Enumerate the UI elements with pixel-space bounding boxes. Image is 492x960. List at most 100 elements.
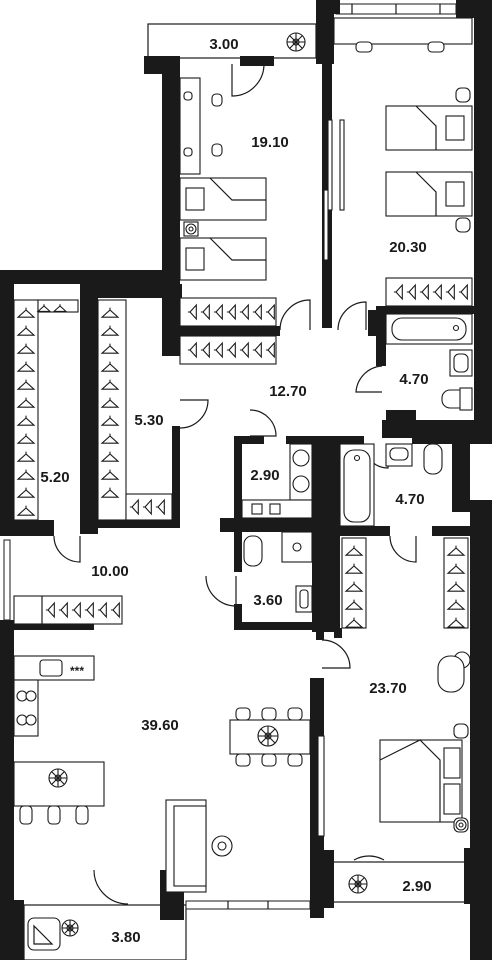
plant-icon [455, 819, 467, 831]
hanger-icon [446, 581, 466, 592]
area-bathroom-2: 4.70 [395, 491, 424, 508]
area-living-kitchen: 39.60 [141, 717, 179, 734]
hanger-icon [16, 307, 36, 318]
hanger-icon [344, 581, 364, 592]
hanger-icon [16, 361, 36, 372]
hanger-icon [100, 469, 120, 480]
hanger-icon [187, 341, 197, 359]
hanger-icon [226, 303, 236, 321]
hanger-icon [265, 303, 275, 321]
hanger-icon [100, 487, 120, 498]
area-wc: 3.60 [253, 592, 282, 609]
area-balcony-living: 3.80 [111, 929, 140, 946]
wardrobe-fixtures [13, 299, 173, 521]
hanger-icon [100, 343, 120, 354]
hanger-icon [446, 599, 466, 610]
area-master-bedroom: 23.70 [369, 680, 407, 697]
hanger-icon [187, 303, 197, 321]
hanger-icon [45, 601, 55, 619]
plant-icons [48, 32, 467, 937]
hanger-icon [100, 379, 120, 390]
wardrobe-hangers [16, 283, 468, 628]
hanger-icon [100, 433, 120, 444]
hanger-icon [100, 451, 120, 462]
hanger-icon [100, 415, 120, 426]
area-bedroom-3: 20.30 [389, 239, 427, 256]
area-bathroom-1: 4.70 [399, 371, 428, 388]
hanger-icon [406, 283, 416, 301]
wc-fixtures [243, 531, 313, 613]
hanger-icon [344, 617, 364, 628]
hanger-icon [16, 487, 36, 498]
hanger-icon [239, 341, 249, 359]
hanger-icon [100, 361, 120, 372]
hanger-icon [16, 343, 36, 354]
hanger-icon [213, 341, 223, 359]
hanger-icon [16, 433, 36, 444]
hanger-icon [265, 341, 275, 359]
hanger-icon [344, 563, 364, 574]
plant-icon [348, 874, 368, 894]
hanger-icon [344, 599, 364, 610]
hanger-icon [16, 451, 36, 462]
hanger-icon [200, 341, 210, 359]
hanger-icon [446, 563, 466, 574]
hanger-icon [100, 397, 120, 408]
bathroom-1-fixtures [385, 313, 473, 411]
hanger-icon [36, 304, 52, 312]
hanger-icon [239, 303, 249, 321]
area-hall: 12.70 [269, 383, 307, 400]
hanger-icon [432, 283, 442, 301]
hanger-icon [84, 601, 94, 619]
hanger-icon [16, 325, 36, 336]
hanger-icon [393, 283, 403, 301]
bedroom-2-furniture [179, 77, 333, 327]
hanger-icon [446, 617, 466, 628]
hanger-icon [16, 469, 36, 480]
hob-label: *** [70, 664, 84, 678]
hanger-icon [97, 601, 107, 619]
hanger-icon [58, 601, 68, 619]
hanger-icon [100, 307, 120, 318]
hanger-icon [445, 283, 455, 301]
bathroom-2-fixtures [339, 443, 443, 527]
area-corridor: 10.00 [91, 563, 129, 580]
area-laundry: 2.90 [250, 467, 279, 484]
plant-icon [61, 919, 79, 937]
plant-icon [286, 32, 306, 52]
area-balcony-top: 3.00 [209, 36, 238, 53]
hanger-icon [213, 303, 223, 321]
hanger-icon [344, 545, 364, 556]
hanger-icon [200, 303, 210, 321]
hanger-icon [16, 379, 36, 390]
dining-living-furniture [165, 707, 311, 893]
plant-icon [48, 768, 68, 788]
hanger-icon [71, 601, 81, 619]
balcony-chair [27, 917, 61, 951]
hanger-icon [142, 498, 152, 516]
kitchen-fixtures [13, 655, 105, 825]
area-wardrobe-2: 5.30 [134, 412, 163, 429]
hanger-icon [446, 545, 466, 556]
area-bedroom-2: 19.10 [251, 134, 289, 151]
hanger-icon [16, 397, 36, 408]
hanger-icon [52, 304, 68, 312]
hanger-icon [100, 325, 120, 336]
plant-icon [257, 725, 279, 747]
hanger-icon [155, 498, 165, 516]
plant-icon [185, 223, 197, 235]
hanger-icon [252, 303, 262, 321]
hanger-icon [252, 341, 262, 359]
hanger-icon [16, 505, 36, 516]
hanger-icon [110, 601, 120, 619]
area-wardrobe-1: 5.20 [40, 469, 69, 486]
hanger-icon [226, 341, 236, 359]
area-balcony-bedroom: 2.90 [402, 878, 431, 895]
laundry-fixtures [241, 443, 313, 519]
hanger-icon [16, 415, 36, 426]
hanger-icon [458, 283, 468, 301]
hanger-icon [419, 283, 429, 301]
bedroom-3-furniture [333, 17, 473, 307]
hanger-icon [129, 498, 139, 516]
